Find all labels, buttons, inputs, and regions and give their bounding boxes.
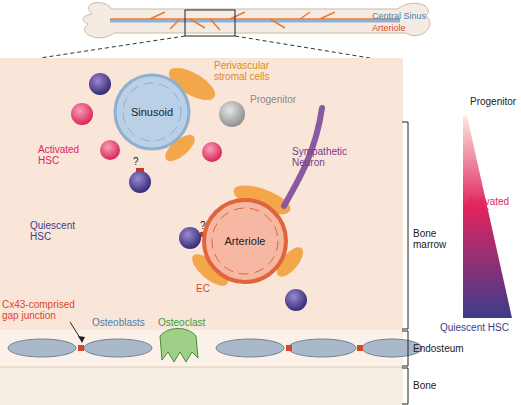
gap-junction (286, 345, 292, 351)
progenitor-cell (219, 101, 245, 127)
annotation-label: Perivascular stromal cells (214, 60, 292, 82)
activated-hsc (71, 103, 93, 125)
activated-hsc (100, 140, 120, 160)
osteoclast (160, 329, 198, 363)
endothelial-lining (123, 83, 181, 141)
activated-hsc (202, 142, 222, 162)
bracket (402, 331, 408, 366)
vessel-wall (115, 75, 189, 149)
vessel-wall (204, 200, 286, 282)
zoom-box (185, 10, 235, 36)
central-sinus-line (110, 20, 400, 23)
osteoblast (84, 339, 152, 357)
bracket (402, 122, 408, 329)
annotation-label: Osteoclast (158, 317, 228, 328)
gap-junction (78, 345, 84, 351)
annotation-label: Progenitor (250, 94, 320, 105)
annotation-label: Progenitor (470, 96, 521, 107)
osteoblast (216, 339, 284, 357)
annotation-label: Endosteum (413, 343, 473, 354)
blood-vessel: Sinusoid (112, 72, 192, 152)
annotation-label: Bone (413, 380, 473, 391)
annotation-label: Arteriole (372, 23, 452, 34)
bone-surface (0, 367, 403, 368)
annotation-label: ? (133, 156, 145, 167)
annotation-label: Quiescent HSC (30, 220, 82, 242)
annotation-label: Bone marrow (413, 228, 457, 250)
annotation-label: Central Sinus (372, 11, 452, 22)
bracket (402, 368, 408, 404)
bone-region (0, 367, 403, 405)
gap-junction (357, 345, 363, 351)
osteoblast (288, 339, 356, 357)
quiescent-hsc (285, 289, 307, 311)
endosteum-region (0, 330, 403, 367)
annotation-label: ? (200, 220, 212, 231)
annotation-label: Osteoblasts (92, 317, 162, 328)
annotation-label: Cx43-comprised gap junction (2, 299, 86, 321)
bone-marrow-region (0, 58, 403, 330)
annotation-label: Sympathetic Neuron (292, 146, 358, 168)
vessel-label: Sinusoid (131, 106, 173, 118)
zoom-lines (40, 36, 370, 58)
blood-vessel: Arteriole (200, 196, 290, 286)
vessel-label: Arteriole (225, 235, 266, 247)
quiescent-hsc (129, 171, 151, 193)
annotation-label: Activated HSC (38, 144, 90, 166)
arteriole-lines (110, 12, 400, 30)
annotation-label: EC (196, 283, 226, 294)
quiescent-hsc (179, 227, 201, 249)
endothelial-lining (212, 208, 278, 274)
quiescent-hsc (89, 73, 111, 95)
arrow-head (78, 336, 85, 343)
annotation-label: Activated HSC (468, 196, 520, 218)
osteoblast (8, 339, 76, 357)
annotation-label: Quiescent HSC (440, 322, 521, 333)
